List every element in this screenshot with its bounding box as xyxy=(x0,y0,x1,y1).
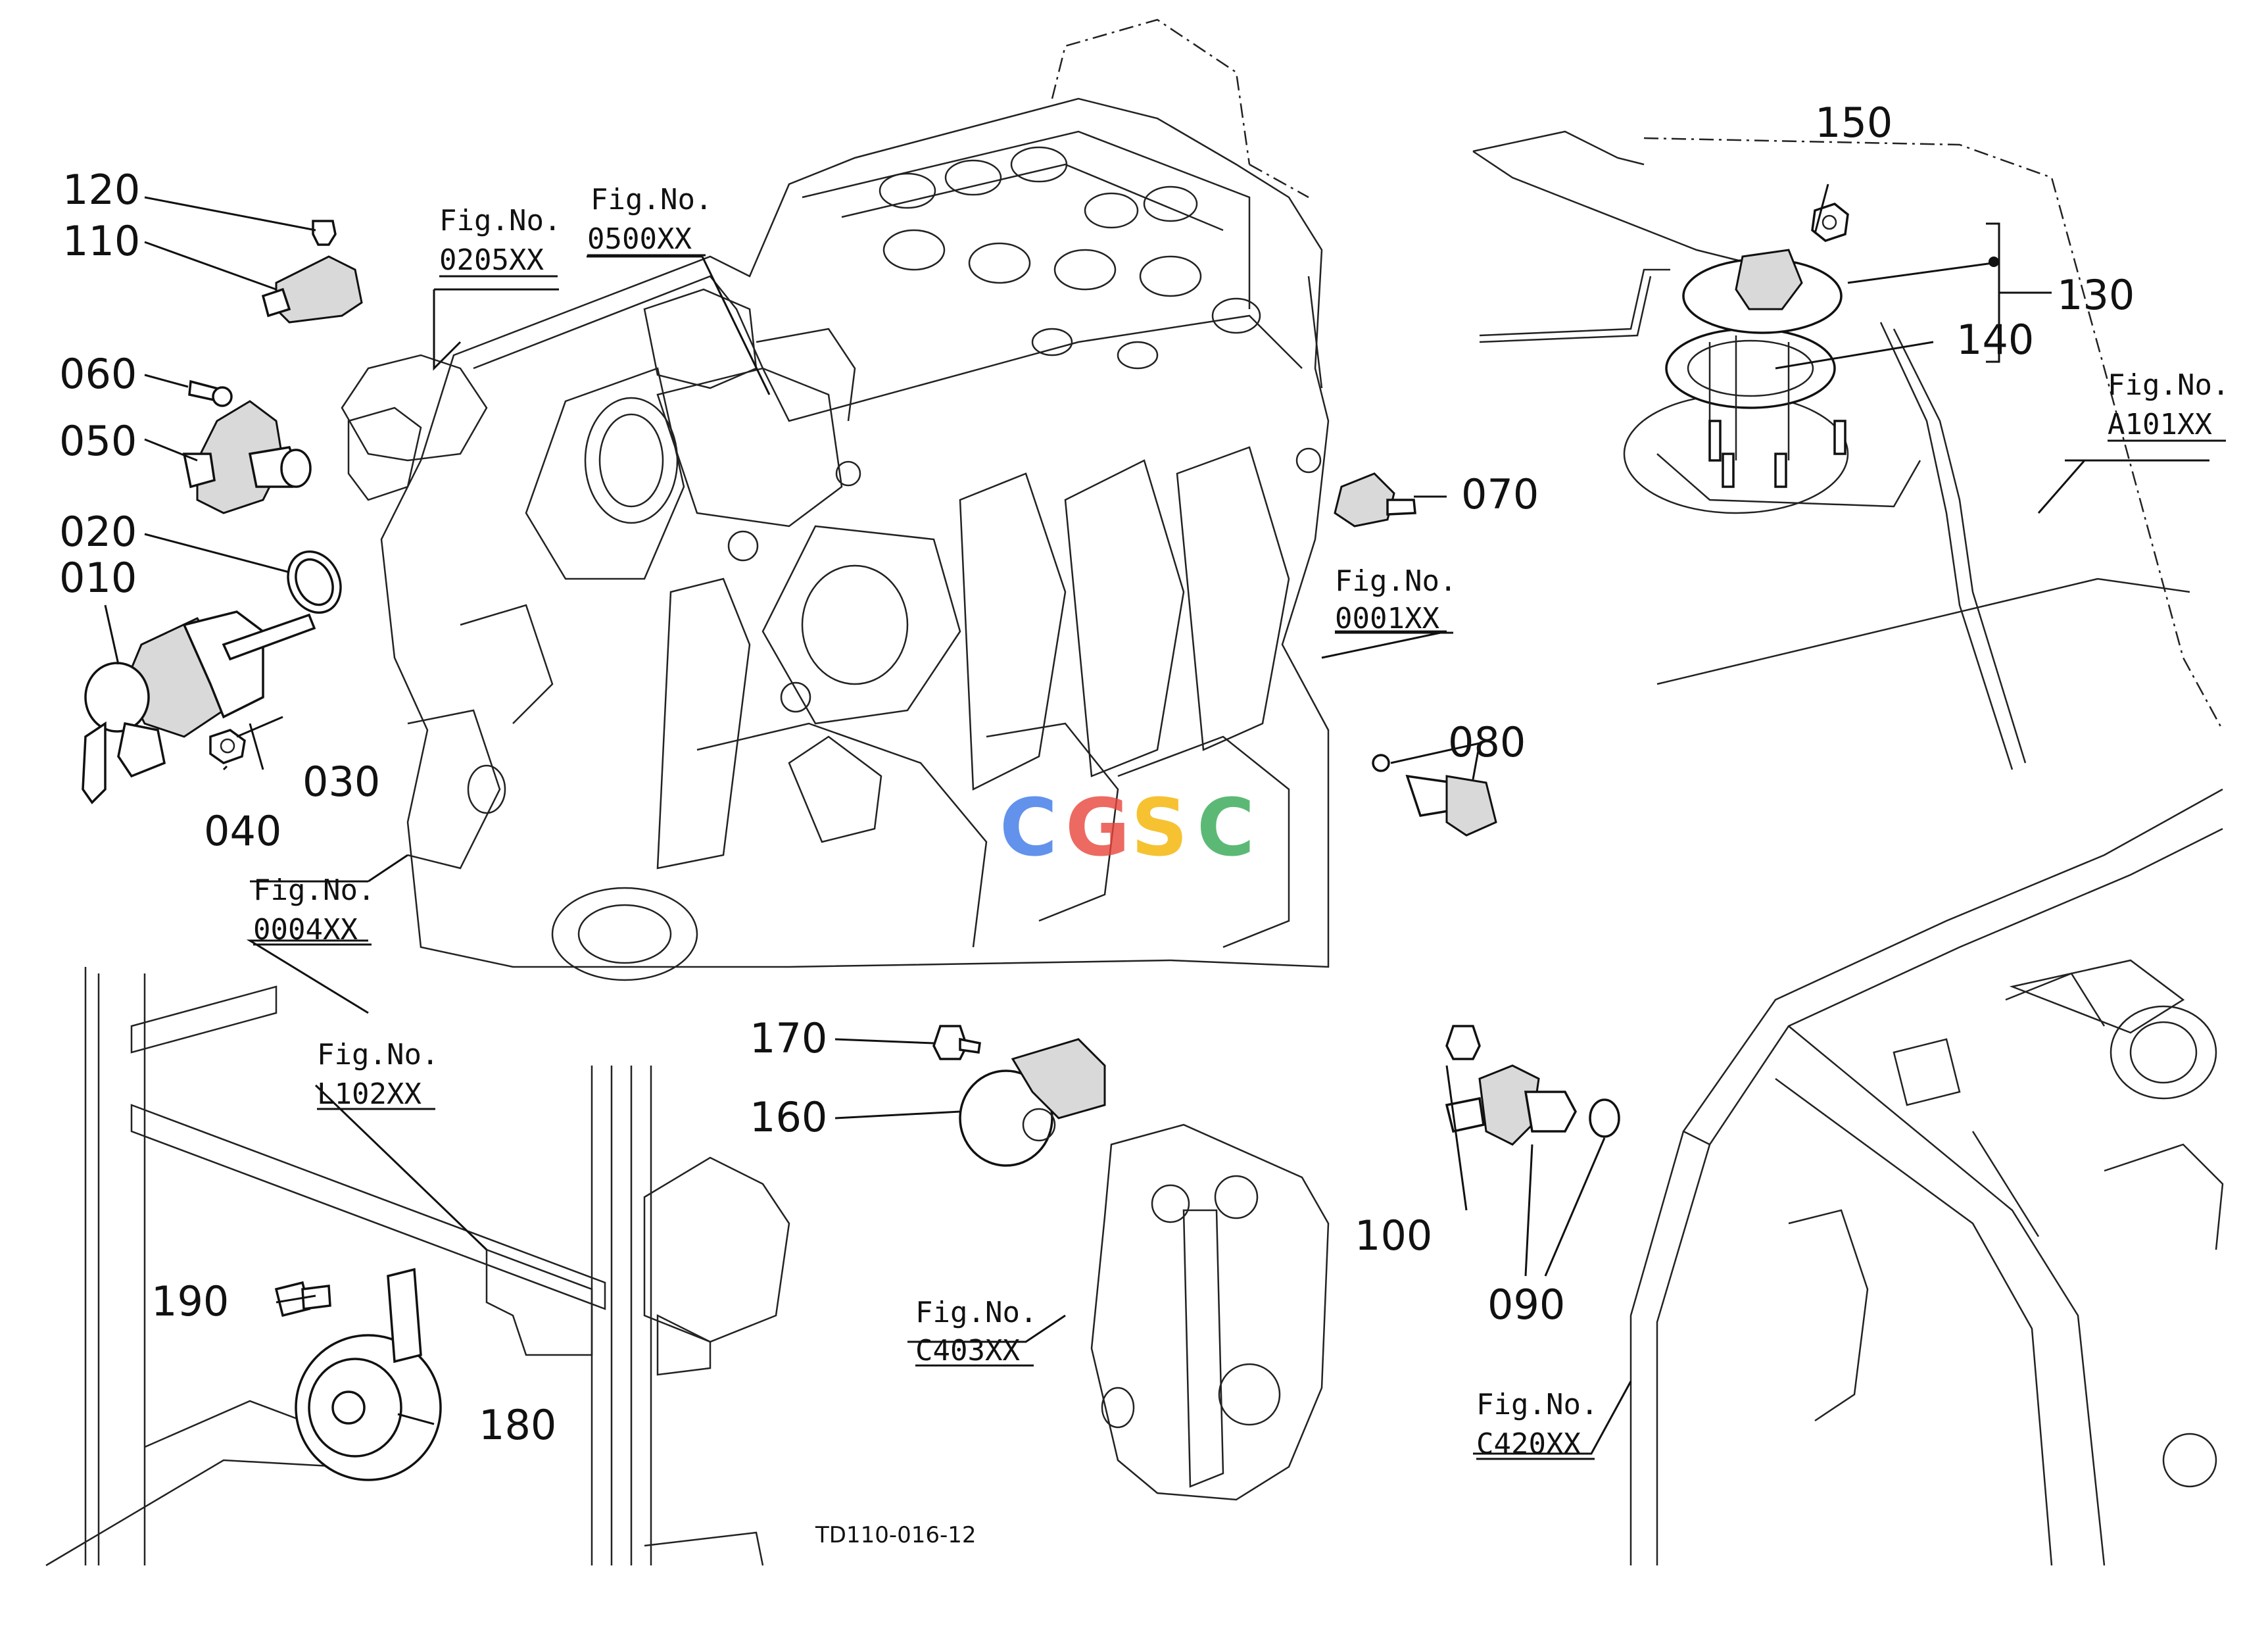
watermark-letter: C xyxy=(1000,783,1057,874)
part-100-bolt xyxy=(1445,1025,1481,1060)
transmission-case-c420 xyxy=(1629,788,2224,1566)
part-040-nut xyxy=(209,729,246,764)
fig-ref-0001: 0001XX xyxy=(1335,602,1439,635)
tank-studs xyxy=(1708,420,1846,488)
part-label-190: 190 xyxy=(151,1277,229,1325)
part-050-sensor xyxy=(182,400,312,514)
part-030-stud xyxy=(222,613,316,661)
bracket-0205 xyxy=(341,354,488,501)
part-090-sensor xyxy=(1445,1064,1620,1146)
part-140-gasket xyxy=(1665,328,1836,460)
fig-label-C420: Fig.No. xyxy=(1476,1388,1598,1421)
part-190-bolt xyxy=(274,1281,331,1317)
part-label-150: 150 xyxy=(1815,99,1893,147)
part-020-o-ring xyxy=(287,550,342,614)
fig-label-L102: Fig.No. xyxy=(317,1038,439,1071)
fig-label-C403: Fig.No. xyxy=(915,1296,1037,1329)
part-label-030: 030 xyxy=(302,758,380,806)
part-070-switch xyxy=(1334,472,1416,528)
part-label-090: 090 xyxy=(1487,1281,1565,1329)
part-160-sensor xyxy=(959,1038,1106,1167)
watermark-letter: C xyxy=(1197,783,1255,874)
part-label-160: 160 xyxy=(750,1093,827,1141)
part-label-040: 040 xyxy=(204,807,281,855)
fig-label-A101: Fig.No. xyxy=(2108,368,2229,402)
fig-label-0004: Fig.No. xyxy=(253,873,375,907)
frame-l102 xyxy=(45,967,790,1567)
watermark-letter: G xyxy=(1065,783,1130,874)
fig-label-0205: Fig.No. xyxy=(439,204,561,237)
fig-ref-0205: 0205XX xyxy=(439,243,544,277)
part-label-060: 060 xyxy=(59,350,137,398)
part-170-bolt xyxy=(932,1025,981,1060)
fig-label-0500: Fig.No. xyxy=(591,183,712,216)
part-180-horn xyxy=(295,1267,442,1481)
valve-body-c403 xyxy=(1090,1123,1330,1501)
fig-ref-C420: C420XX xyxy=(1476,1427,1581,1461)
part-060-bolt xyxy=(188,380,233,407)
part-label-050: 050 xyxy=(59,417,137,465)
part-label-170: 170 xyxy=(750,1014,827,1062)
fig-ref-L102: L102XX xyxy=(317,1077,422,1111)
leader-lines xyxy=(104,184,2209,1455)
drawing-code: TD110-016-12 xyxy=(815,1522,977,1548)
part-label-080: 080 xyxy=(1448,718,1526,766)
part-label-070: 070 xyxy=(1461,470,1539,518)
part-label-110: 110 xyxy=(62,217,140,265)
fig-label-0001: Fig.No. xyxy=(1335,564,1457,598)
figure-reference-labels: Fig.No. 0205XX Fig.No. 0500XX Fig.No. 00… xyxy=(253,183,2229,1461)
part-110-sensor xyxy=(261,255,363,324)
part-label-180: 180 xyxy=(479,1401,556,1449)
part-number-labels: 120 110 060 050 020 010 030 040 070 080 … xyxy=(59,99,2135,1449)
engine-block xyxy=(380,18,1330,981)
part-label-120: 120 xyxy=(62,166,140,214)
fig-ref-0004: 0004XX xyxy=(253,913,358,946)
part-label-010: 010 xyxy=(59,554,137,602)
watermark-letter: S xyxy=(1131,783,1188,874)
part-120-bolt xyxy=(312,220,337,246)
part-label-020: 020 xyxy=(59,508,137,556)
part-130-sender xyxy=(1682,249,1843,334)
fig-ref-0500: 0500XX xyxy=(587,222,692,256)
fig-ref-A101: A101XX xyxy=(2108,408,2212,441)
fig-ref-C403: C403XX xyxy=(915,1334,1020,1367)
part-label-140: 140 xyxy=(1956,316,2034,364)
part-label-100: 100 xyxy=(1355,1212,1432,1260)
watermark-logo: C G S C xyxy=(1000,783,1255,874)
fuel-tank xyxy=(1472,130,2224,770)
part-080-sensor xyxy=(1372,754,1497,837)
part-label-130: 130 xyxy=(2057,271,2135,319)
